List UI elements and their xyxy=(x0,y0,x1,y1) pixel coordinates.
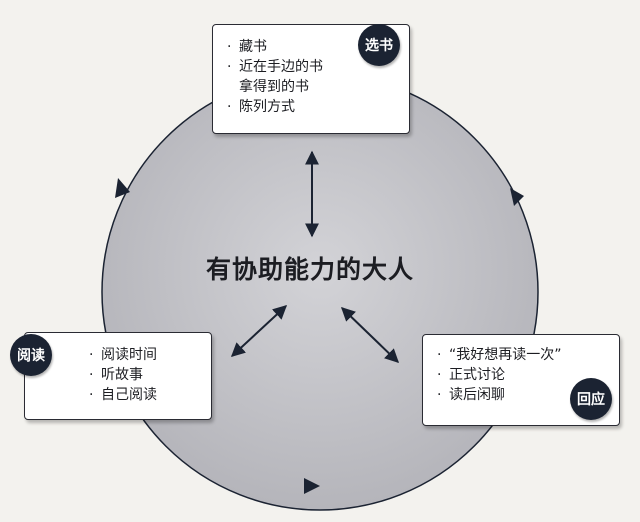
list-item: ·近在手边的书 xyxy=(227,59,323,75)
cycle-arrowhead-icon xyxy=(115,178,130,198)
select-books-list: ·藏书 ·近在手边的书 拿得到的书 ·陈列方式 xyxy=(213,25,409,117)
list-item: 拿得到的书 xyxy=(239,79,309,95)
list-item: ·读后闲聊 xyxy=(437,387,505,403)
select-books-badge: 选书 xyxy=(358,24,400,66)
list-item: ·听故事 xyxy=(89,367,143,383)
double-headed-arrow-icon xyxy=(340,307,400,363)
list-item: ·陈列方式 xyxy=(227,99,295,115)
list-item: ·藏书 xyxy=(227,39,267,55)
list-item: ·“我好想再读一次” xyxy=(437,347,562,363)
reading-list: ·阅读时间 ·听故事 ·自己阅读 xyxy=(25,333,211,405)
reading-box: ·阅读时间 ·听故事 ·自己阅读 xyxy=(24,332,212,420)
response-badge: 回应 xyxy=(570,378,612,420)
cycle-arrowhead-icon xyxy=(304,478,320,494)
list-item: ·自己阅读 xyxy=(89,387,157,403)
list-item: ·阅读时间 xyxy=(89,347,157,363)
list-item: ·正式讨论 xyxy=(437,367,505,383)
double-headed-arrow-icon xyxy=(230,305,288,357)
center-title: 有协助能力的大人 xyxy=(205,255,414,284)
reading-badge: 阅读 xyxy=(10,334,52,376)
cycle-arrowhead-icon xyxy=(510,188,524,206)
cycle-circle xyxy=(101,73,539,511)
response-list: ·“我好想再读一次” ·正式讨论 ·读后闲聊 xyxy=(423,335,619,405)
